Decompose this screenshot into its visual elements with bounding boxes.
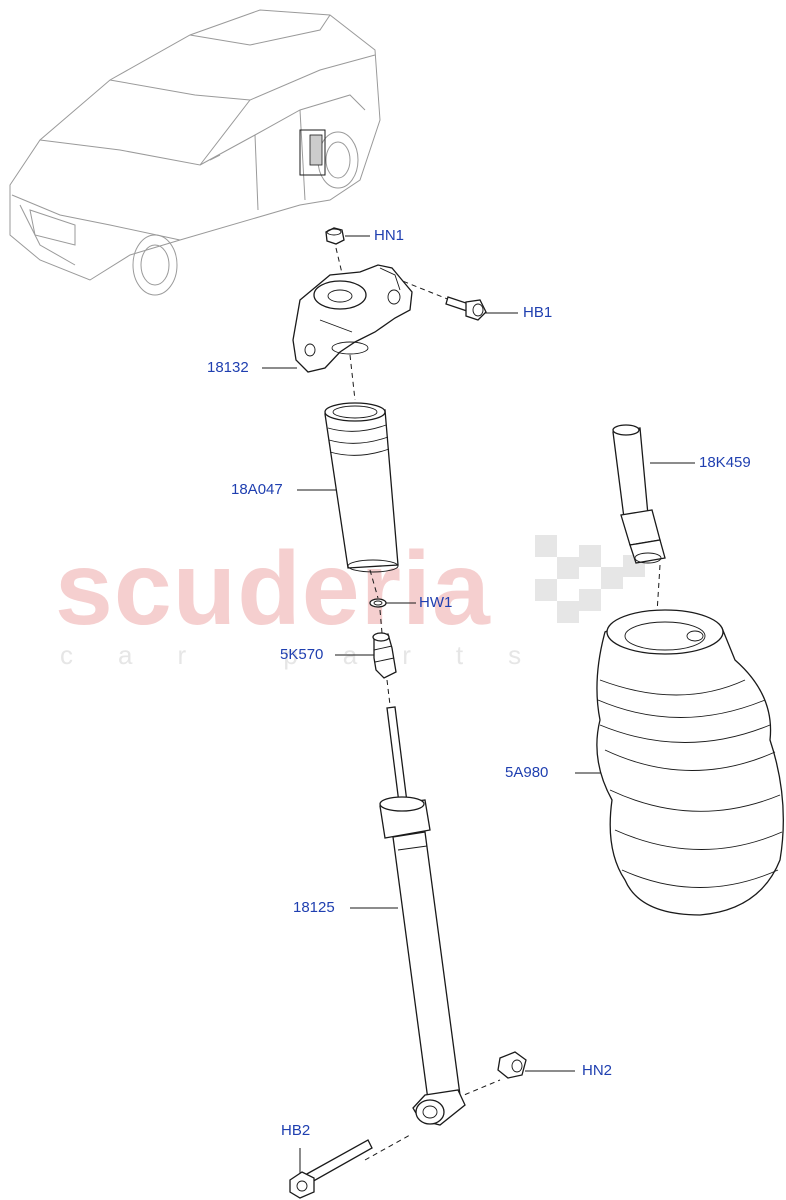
callout-hn1: HN1 bbox=[374, 227, 405, 244]
callout-hb1: HB1 bbox=[523, 304, 553, 321]
callout-18132: 18132 bbox=[207, 359, 249, 376]
hw1-washer-part bbox=[369, 598, 387, 608]
callout-5a980: 5A980 bbox=[505, 764, 549, 781]
hb2-bolt-part bbox=[289, 1139, 373, 1199]
callout-5k570: 5K570 bbox=[280, 646, 324, 663]
callout-18k459: 18K459 bbox=[699, 454, 751, 471]
18132-top-mount-part bbox=[292, 264, 413, 373]
18k459-air-line-part bbox=[612, 424, 666, 564]
5a980-air-spring-part bbox=[596, 609, 784, 916]
hb1-bolt-part bbox=[445, 296, 487, 321]
callout-hb2: HB2 bbox=[281, 1122, 311, 1139]
callout-hn2: HN2 bbox=[582, 1062, 613, 1079]
18a047-dust-boot-part bbox=[324, 402, 399, 573]
watermark-subtitle: car parts bbox=[60, 640, 567, 670]
hn1-nut-part bbox=[325, 227, 345, 245]
hn2-nut-part bbox=[497, 1051, 527, 1079]
callout-18a047: 18A047 bbox=[231, 481, 283, 498]
callout-hw1: HW1 bbox=[419, 594, 453, 611]
watermark-flag-icon bbox=[535, 535, 645, 623]
callout-18125: 18125 bbox=[293, 899, 335, 916]
watermark-logo: scuderia bbox=[55, 531, 491, 647]
vehicle-illustration bbox=[9, 9, 381, 296]
18125-shock-absorber-part bbox=[379, 706, 466, 1126]
5k570-bump-stop-part bbox=[372, 632, 397, 679]
